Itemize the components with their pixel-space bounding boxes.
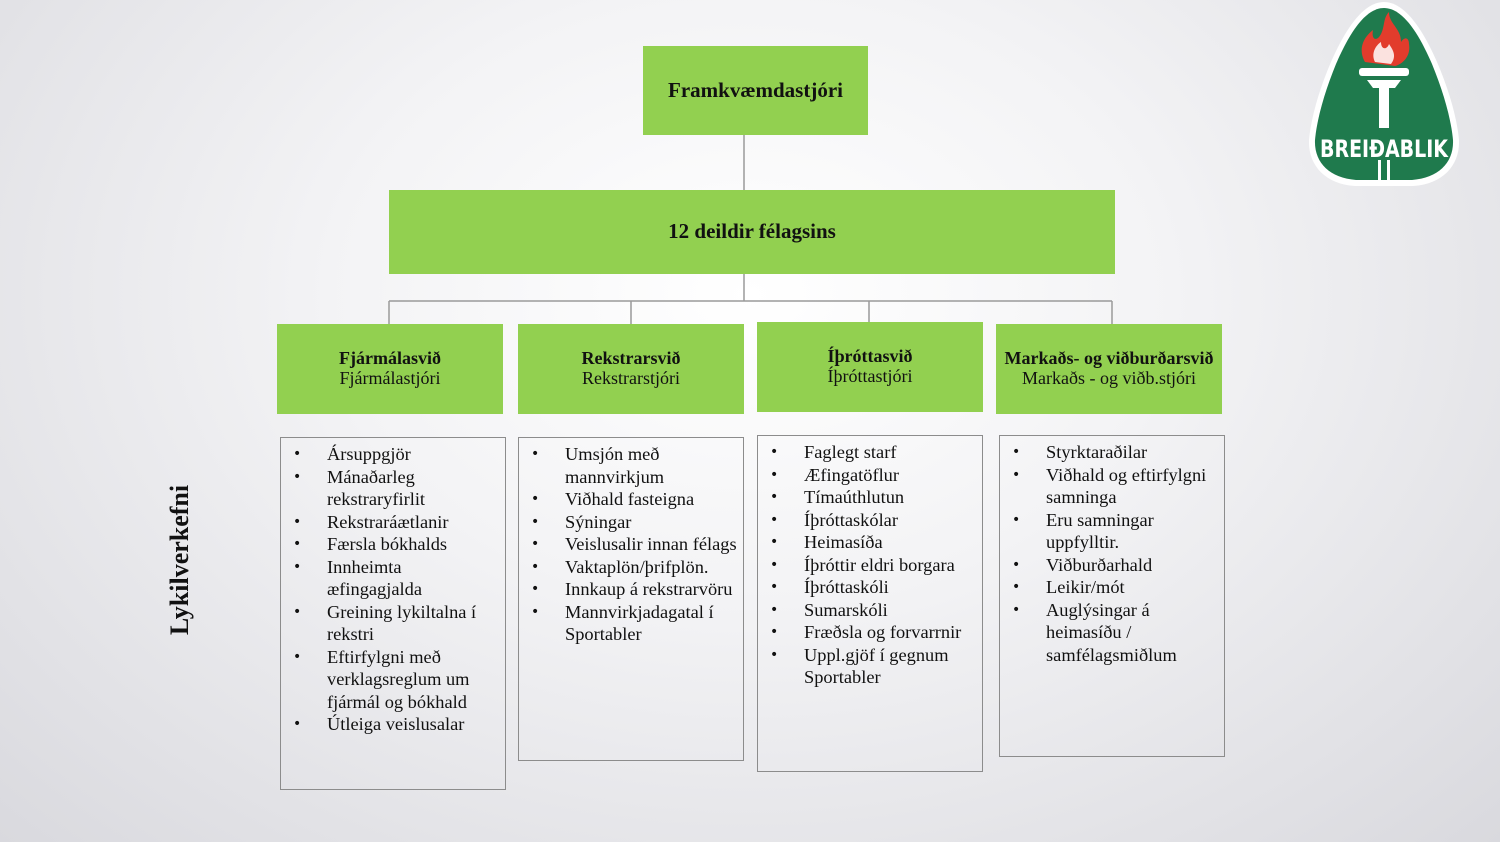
- task-item: Mánaðarleg rekstraryfirlit: [289, 466, 499, 511]
- task-item: Vaktaplön/þrifplön.: [527, 556, 737, 579]
- task-list: StyrktaraðilarViðhald og eftirfylgni sam…: [1008, 441, 1218, 666]
- task-item: Færsla bókhalds: [289, 533, 499, 556]
- task-item: Sýningar: [527, 511, 737, 534]
- task-item: Umsjón með mannvirkjum: [527, 443, 737, 488]
- task-list: Faglegt starfÆfingatöflurTímaúthlutunÍþr…: [766, 441, 976, 689]
- key-tasks-label: Lykilverkefni: [165, 484, 194, 636]
- division-title: Markaðs- og viðburðarsvið: [1004, 348, 1214, 369]
- division-title: Fjármálasvið: [339, 348, 441, 369]
- departments-title: 12 deildir félagsins: [668, 219, 836, 244]
- task-item: Eru samningar uppfylltir.: [1008, 509, 1218, 554]
- operations-tasks-box: Umsjón með mannvirkjumViðhald fasteignaS…: [518, 437, 744, 761]
- task-item: Íþróttaskóli: [766, 576, 976, 599]
- ceo-title: Framkvæmdastjóri: [668, 77, 843, 102]
- task-item: Viðhald og eftirfylgni samninga: [1008, 464, 1218, 509]
- task-item: Íþróttir eldri borgara: [766, 554, 976, 577]
- torch-stem-base-right: [1387, 160, 1390, 180]
- division-subtitle: Markaðs - og viðb.stjóri: [1022, 368, 1196, 388]
- departments-box: 12 deildir félagsins: [389, 190, 1115, 274]
- task-item: Mannvirkjadagatal í Sportabler: [527, 601, 737, 646]
- task-item: Auglýsingar á heimasíðu / samfélagsmiðlu…: [1008, 599, 1218, 667]
- logo-text: BREIÐABLIK: [1320, 135, 1449, 163]
- task-item: Faglegt starf: [766, 441, 976, 464]
- ceo-box: Framkvæmdastjóri: [643, 46, 868, 135]
- task-item: Innkaup á rekstrarvöru: [527, 578, 737, 601]
- task-item: Innheimta æfingagjalda: [289, 556, 499, 601]
- division-subtitle: Íþróttastjóri: [827, 366, 913, 386]
- torch-stem-base-left: [1378, 160, 1381, 180]
- task-item: Tímaúthlutun: [766, 486, 976, 509]
- task-item: Viðhald fasteigna: [527, 488, 737, 511]
- division-marketing-box: Markaðs- og viðburðarsvið Markaðs - og v…: [996, 324, 1222, 414]
- marketing-tasks-box: StyrktaraðilarViðhald og eftirfylgni sam…: [999, 435, 1225, 757]
- task-item: Æfingatöflur: [766, 464, 976, 487]
- task-item: Íþróttaskólar: [766, 509, 976, 532]
- task-list: Umsjón með mannvirkjumViðhald fasteignaS…: [527, 443, 737, 646]
- division-finance-box: Fjármálasvið Fjármálastjóri: [277, 324, 503, 414]
- task-item: Greining lykiltalna í rekstri: [289, 601, 499, 646]
- task-item: Viðburðarhald: [1008, 554, 1218, 577]
- task-item: Veislusalir innan félags: [527, 533, 737, 556]
- task-item: Eftirfylgni með verklagsreglum um fjármá…: [289, 646, 499, 714]
- division-title: Íþróttasvið: [827, 346, 913, 367]
- division-title: Rekstrarsvið: [581, 348, 681, 369]
- division-subtitle: Rekstrarstjóri: [582, 368, 680, 388]
- torch-stem: [1379, 88, 1389, 128]
- task-item: Heimasíða: [766, 531, 976, 554]
- task-item: Sumarskóli: [766, 599, 976, 622]
- breidablik-logo: BREIÐABLIK: [1308, 2, 1460, 186]
- task-item: Styrktaraðilar: [1008, 441, 1218, 464]
- finance-tasks-box: ÁrsuppgjörMánaðarleg rekstraryfirlitReks…: [280, 437, 506, 790]
- task-item: Fræðsla og forvarrnir: [766, 621, 976, 644]
- division-subtitle: Fjármálastjóri: [339, 368, 441, 388]
- task-item: Útleiga veislusalar: [289, 713, 499, 736]
- torch-handle: [1367, 80, 1401, 88]
- task-list: ÁrsuppgjörMánaðarleg rekstraryfirlitReks…: [289, 443, 499, 736]
- task-item: Uppl.gjöf í gegnum Sportabler: [766, 644, 976, 689]
- task-item: Rekstraráætlanir: [289, 511, 499, 534]
- division-operations-box: Rekstrarsvið Rekstrarstjóri: [518, 324, 744, 414]
- task-item: Ársuppgjör: [289, 443, 499, 466]
- flame-icon: [1361, 12, 1410, 66]
- torch-cup: [1359, 68, 1409, 76]
- flame-inner-icon: [1373, 42, 1395, 64]
- sports-tasks-box: Faglegt starfÆfingatöflurTímaúthlutunÍþr…: [757, 435, 983, 772]
- task-item: Leikir/mót: [1008, 576, 1218, 599]
- division-sports-box: Íþróttasvið Íþróttastjóri: [757, 322, 983, 412]
